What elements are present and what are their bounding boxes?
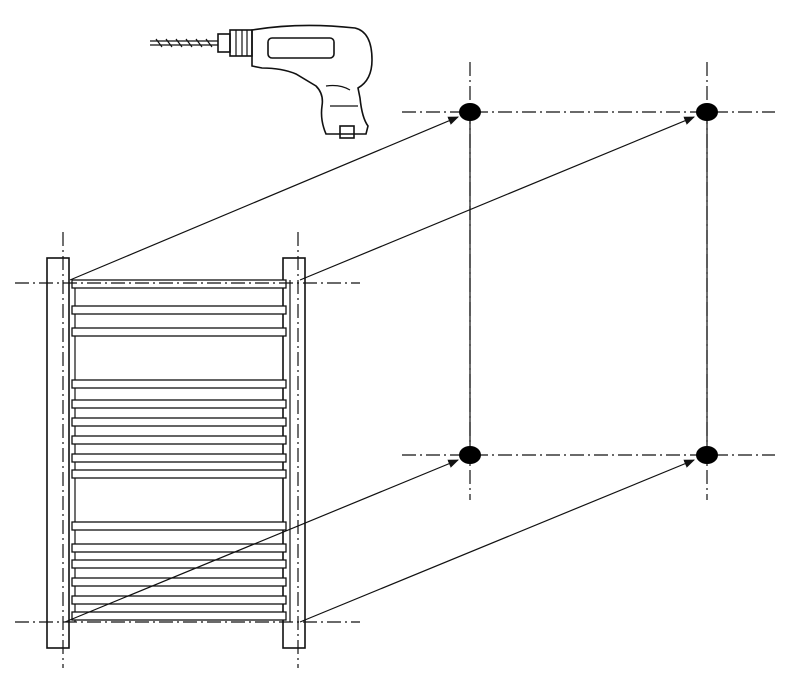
radiator-rail (71, 543, 287, 553)
radiator-rail (71, 279, 287, 289)
radiator-rail (71, 559, 287, 569)
arrow-line (299, 459, 695, 623)
towel-radiator-icon (46, 257, 306, 649)
radiator-rail (71, 611, 287, 621)
drill-hole (459, 446, 481, 464)
power-drill-icon (150, 24, 373, 139)
arrow-line (69, 116, 459, 281)
radiator-rail (71, 577, 287, 587)
drill-hole (459, 103, 481, 121)
drill-holes (459, 103, 718, 464)
drill-hole (696, 446, 718, 464)
arrow-line (64, 459, 459, 623)
radiator-rail (71, 521, 287, 531)
radiator-rail (71, 399, 287, 409)
radiator-rail (71, 379, 287, 389)
drill-hole (696, 103, 718, 121)
radiator-rail (71, 469, 287, 479)
wall-centre-lines (402, 62, 775, 500)
hole-frame (469, 112, 708, 455)
radiator-rail (71, 435, 287, 445)
radiator-rail (71, 417, 287, 427)
radiator-centre-lines (15, 232, 360, 668)
radiator-rail (71, 453, 287, 463)
radiator-rail (71, 327, 287, 337)
projection-arrows (64, 116, 695, 623)
arrow-line (299, 116, 695, 281)
radiator-rail (71, 595, 287, 605)
radiator-rail (71, 305, 287, 315)
